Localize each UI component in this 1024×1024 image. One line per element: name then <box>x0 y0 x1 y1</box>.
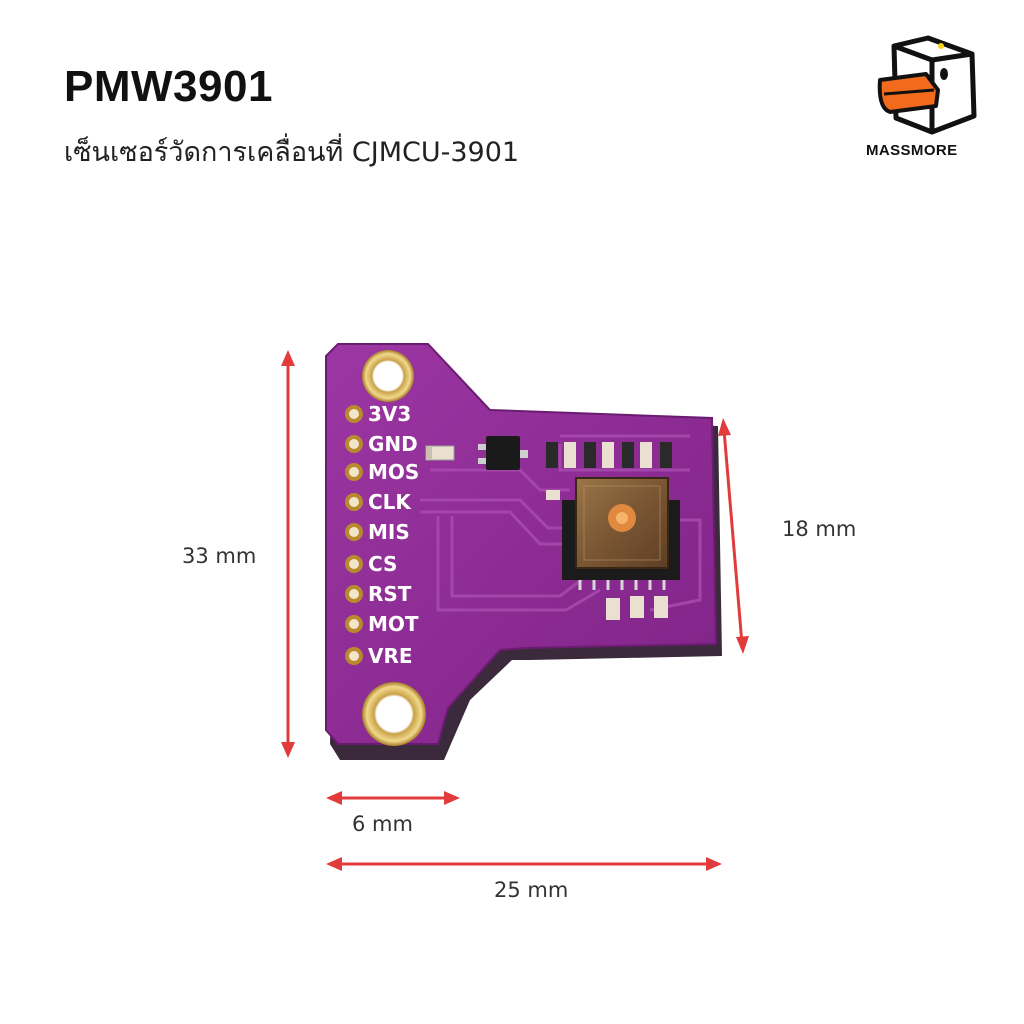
pin-label: MOS <box>368 460 419 484</box>
dimension-arrows <box>281 350 749 871</box>
dimension-sensor-label: 18 mm <box>782 517 857 541</box>
pin-pads <box>345 405 363 665</box>
pin-label: CLK <box>368 490 412 514</box>
mounting-hole-top <box>362 350 414 402</box>
dimension-narrow-width-label: 6 mm <box>352 812 413 836</box>
brand-name: MASSMORE <box>866 142 958 159</box>
pin-label: CS <box>368 552 397 576</box>
pcb-top <box>325 343 718 745</box>
pin-label: MOT <box>368 612 419 636</box>
pin-label: VRE <box>368 644 413 668</box>
page-subtitle: เซ็นเซอร์วัดการเคลื่อนที่ CJMCU-3901 <box>64 137 520 168</box>
duck-box-logo-icon <box>877 35 977 135</box>
pin-label: RST <box>368 582 412 606</box>
dimension-total-width-label: 25 mm <box>494 878 569 902</box>
pin-label: MIS <box>368 520 410 544</box>
pin-label: GND <box>368 432 418 456</box>
dimension-height-label: 33 mm <box>182 544 257 568</box>
page-title: PMW3901 <box>64 62 273 111</box>
smd-components <box>425 436 672 620</box>
mounting-hole-bottom <box>362 682 426 746</box>
pin-label: 3V3 <box>368 402 411 426</box>
sensor-chip <box>562 477 680 590</box>
